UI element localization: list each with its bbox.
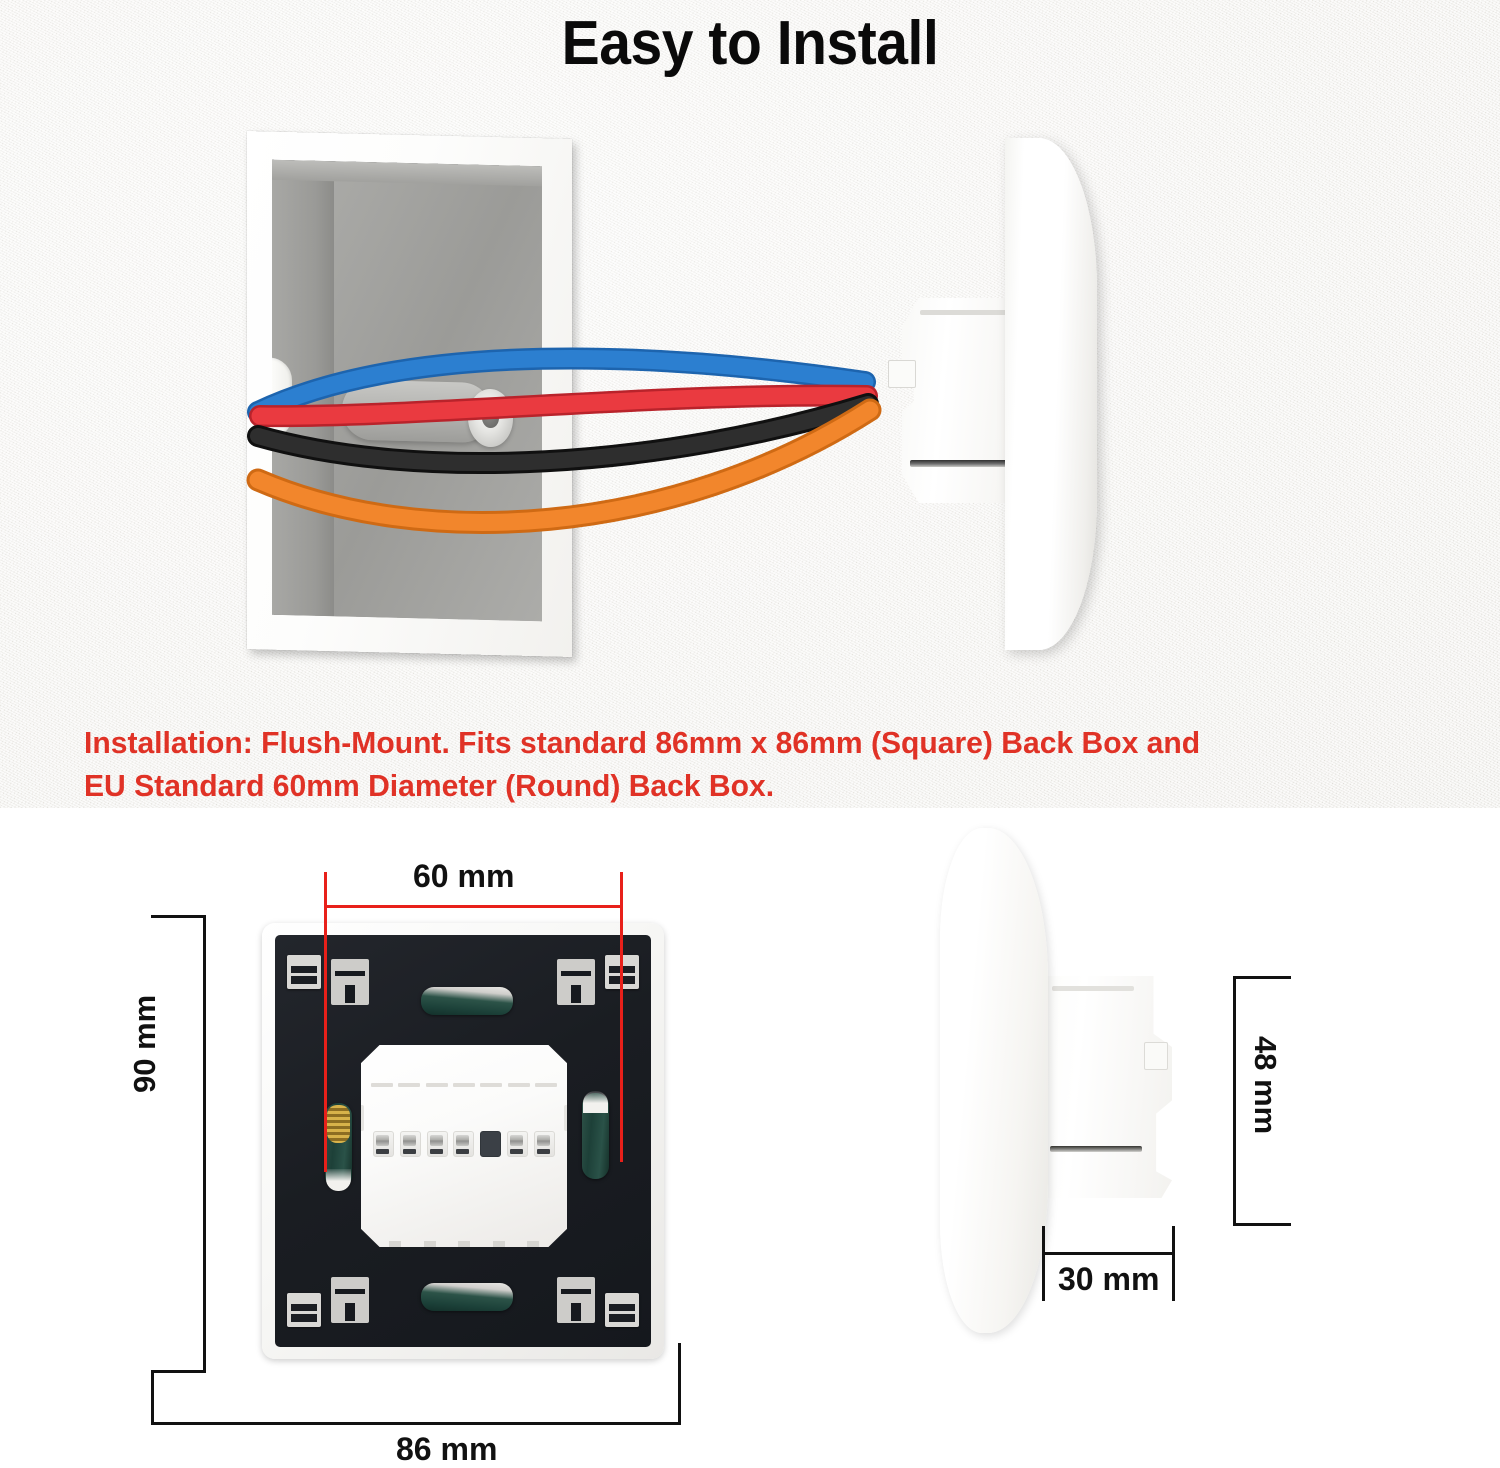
thermostat-body — [902, 298, 1022, 503]
dim-48mm-tick-bottom — [1233, 1223, 1291, 1226]
module-bottom-feet — [389, 1241, 539, 1247]
dim-90mm-tick-bottom — [151, 1370, 206, 1373]
dim-86mm-tick-left — [151, 1370, 154, 1425]
mount-tab-bottom-right — [557, 1277, 595, 1323]
mount-tab-top-right — [557, 959, 595, 1005]
dimensions-section: 60 mm 90 mm 86 mm 48 mm 30 mm — [0, 808, 1500, 1467]
red-wire — [251, 387, 876, 425]
terminal-5-blank — [480, 1131, 502, 1157]
side-view-bottom-slot — [1050, 1146, 1142, 1152]
dim-86mm-tick-right — [678, 1343, 681, 1425]
mounting-screw-left — [325, 1103, 352, 1191]
terminal-7 — [533, 1131, 555, 1157]
terminal-3 — [426, 1131, 448, 1157]
dim-48mm-label: 48 mm — [1248, 1036, 1283, 1135]
module-notch-right — [564, 1105, 567, 1131]
corner-clip-bottom-right — [605, 1293, 639, 1327]
orange-wire — [249, 401, 879, 531]
side-view-clip-tab — [1144, 1042, 1168, 1070]
thermostat-faceplate — [1005, 138, 1097, 650]
corner-clip-bottom-left — [287, 1293, 321, 1327]
thermostat-side-view-bottom — [940, 828, 1220, 1338]
dim-60mm-label: 60 mm — [413, 858, 515, 894]
page-title: Easy to Install — [561, 9, 939, 78]
wire-bundle — [246, 347, 882, 534]
installation-caption: Installation: Flush-Mount. Fits standard… — [84, 722, 1374, 808]
dim-86mm-label: 86 mm — [396, 1431, 498, 1467]
thermostat-bottom-slot — [910, 460, 1018, 467]
thermostat-back-plate — [262, 923, 664, 1359]
dim-90mm-label: 90 mm — [127, 994, 162, 1093]
dim-86mm-bar — [151, 1422, 681, 1425]
thermostat-side-view-top — [880, 138, 1120, 658]
module-wire-entry-slots — [371, 1083, 557, 1095]
dim-30mm-tick-right — [1172, 1226, 1175, 1301]
mounting-screw-top — [421, 987, 513, 1015]
blue-wire — [249, 349, 874, 421]
dim-30mm-tick-left — [1042, 1226, 1045, 1301]
side-view-top-slot — [1052, 986, 1134, 991]
dim-48mm-tick-top — [1233, 976, 1291, 979]
dim-60mm-bar — [324, 905, 623, 908]
thermostat-top-slot — [920, 310, 1016, 315]
terminal-block — [373, 1131, 555, 1157]
mount-tab-top-left — [331, 959, 369, 1005]
dim-30mm-label: 30 mm — [1058, 1261, 1160, 1297]
mounting-screw-bottom — [421, 1283, 513, 1311]
module-notch-left — [361, 1105, 364, 1131]
corner-clip-top-left — [287, 955, 321, 989]
thermostat-module — [361, 1045, 567, 1247]
dim-60mm-line-left — [324, 872, 327, 1172]
side-view-faceplate — [940, 828, 1048, 1333]
terminal-4 — [453, 1131, 475, 1157]
caption-line-1: Installation: Flush-Mount. Fits standard… — [84, 725, 1201, 760]
terminal-1 — [373, 1131, 394, 1157]
mount-tab-bottom-left — [331, 1277, 369, 1323]
terminal-2 — [399, 1131, 421, 1157]
terminal-6 — [507, 1131, 529, 1157]
thermostat-clip-tab — [888, 360, 916, 388]
side-view-body — [1040, 976, 1172, 1198]
install-illustration-section: Easy to Install Installation: Flush — [0, 0, 1500, 808]
dim-60mm-line-right — [620, 872, 623, 1162]
dim-30mm-bar — [1042, 1252, 1175, 1255]
back-plate-recess — [275, 935, 651, 1347]
mounting-screw-right — [582, 1091, 609, 1179]
dim-90mm-tick-top — [151, 915, 206, 918]
black-wire — [250, 396, 876, 472]
caption-line-2: EU Standard 60mm Diameter (Round) Back B… — [84, 767, 775, 803]
dim-90mm-line — [203, 915, 206, 1373]
dim-48mm-line — [1233, 976, 1236, 1226]
